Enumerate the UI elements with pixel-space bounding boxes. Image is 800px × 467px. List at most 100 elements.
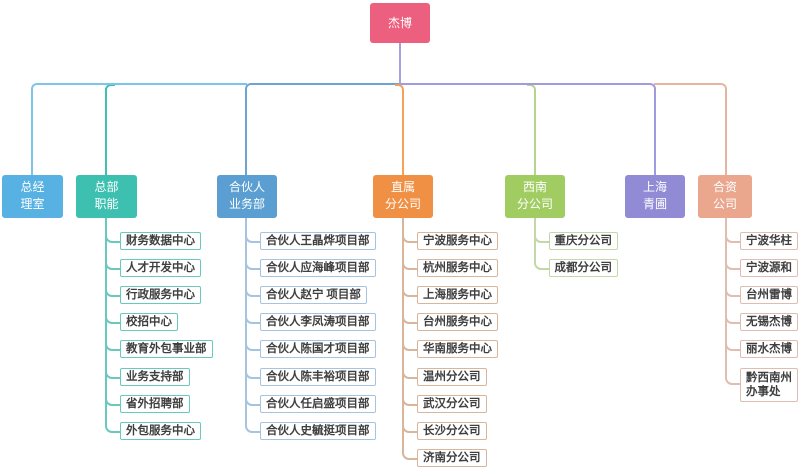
connector-elbow bbox=[105, 393, 120, 406]
child-node[interactable]: 上海服务中心 bbox=[417, 286, 498, 305]
child-node[interactable]: 武汉分公司 bbox=[417, 394, 487, 413]
connector-vertical-line bbox=[398, 43, 401, 85]
connector-elbow bbox=[402, 231, 417, 243]
connector-elbow bbox=[402, 447, 417, 460]
connector-elbow bbox=[245, 258, 260, 271]
connector-elbow bbox=[402, 393, 417, 406]
connector-elbow bbox=[533, 231, 549, 243]
child-node[interactable]: 台州服务中心 bbox=[417, 313, 498, 332]
connector-elbow bbox=[725, 231, 740, 243]
connector-elbow bbox=[402, 339, 417, 352]
branch-node[interactable]: 直属分公司 bbox=[373, 175, 433, 218]
child-node[interactable]: 合伙人李凤涛项目部 bbox=[260, 313, 376, 332]
connector-vertical-line bbox=[402, 89, 404, 175]
connector-elbow bbox=[402, 366, 417, 379]
child-node[interactable]: 重庆分公司 bbox=[548, 232, 618, 250]
connector-vertical-line bbox=[533, 89, 536, 175]
branch-node-label: 理室 bbox=[20, 197, 45, 211]
connector-elbow bbox=[725, 258, 740, 271]
child-node[interactable]: 黔西南州 办事处 bbox=[740, 367, 798, 402]
connector-elbow bbox=[725, 373, 740, 385]
child-node[interactable]: 合伙人任启盛项目部 bbox=[260, 394, 376, 413]
child-node[interactable]: 丽水杰博 bbox=[740, 340, 798, 359]
child-node[interactable]: 业务支持部 bbox=[120, 367, 190, 386]
branch-node-label: 西南 bbox=[522, 180, 547, 194]
connector-elbow bbox=[725, 312, 740, 325]
connector-trunk bbox=[245, 218, 247, 424]
child-node[interactable]: 宁波华柱 bbox=[740, 232, 798, 250]
connector-elbow bbox=[105, 366, 120, 379]
child-node[interactable]: 合伙人王晶烨项目部 bbox=[260, 232, 376, 250]
connector-bus-segment bbox=[654, 83, 727, 94]
connector-bus-segment bbox=[30, 83, 247, 94]
connector-elbow bbox=[105, 312, 120, 325]
child-node[interactable]: 教育外包事业部 bbox=[120, 340, 213, 359]
connector-elbow bbox=[402, 420, 417, 433]
branch-node[interactable]: 总部职能 bbox=[76, 175, 137, 218]
child-node[interactable]: 外包服务中心 bbox=[120, 421, 201, 440]
child-node[interactable]: 人才开发中心 bbox=[120, 259, 201, 278]
child-node[interactable]: 合伙人陈国才项目部 bbox=[260, 340, 376, 359]
branch-node-label: 分公司 bbox=[516, 197, 553, 211]
connector-elbow bbox=[725, 339, 740, 352]
branch-node-label: 公司 bbox=[712, 197, 737, 211]
connector-elbow bbox=[105, 258, 120, 271]
connector-trunk bbox=[402, 218, 404, 451]
child-node[interactable]: 合伙人应海峰项目部 bbox=[260, 259, 376, 278]
child-node[interactable]: 台州雷博 bbox=[740, 286, 798, 305]
branch-node-label: 直属 bbox=[390, 180, 415, 194]
branch-node[interactable]: 上海青圃 bbox=[625, 175, 685, 218]
connector-trunk bbox=[105, 218, 107, 424]
connector-elbow bbox=[245, 312, 260, 325]
connector-elbow bbox=[245, 339, 260, 352]
connector-vertical-line bbox=[245, 88, 247, 175]
connector-bus-segment bbox=[245, 83, 401, 94]
connector-elbow bbox=[105, 420, 120, 433]
branch-node[interactable]: 西南分公司 bbox=[505, 175, 565, 218]
connector-vertical-line bbox=[30, 88, 33, 175]
branch-node[interactable]: 合资公司 bbox=[698, 175, 752, 218]
branch-node-label: 上海 bbox=[642, 180, 667, 194]
connector-elbow bbox=[402, 258, 417, 271]
child-node[interactable]: 合伙人陈丰裕项目部 bbox=[260, 367, 376, 386]
connector-vertical-line bbox=[653, 88, 656, 175]
connector-elbow bbox=[245, 366, 260, 379]
connector-elbow bbox=[402, 285, 417, 298]
child-node[interactable]: 行政服务中心 bbox=[120, 286, 201, 305]
connector-bus-segment bbox=[398, 83, 656, 94]
child-node[interactable]: 杭州服务中心 bbox=[417, 259, 498, 278]
child-node[interactable]: 长沙分公司 bbox=[417, 421, 487, 440]
connector-elbow bbox=[245, 231, 260, 243]
branch-node-label: 青圃 bbox=[642, 197, 667, 211]
branch-node-label: 合资 bbox=[712, 180, 737, 194]
child-node[interactable]: 合伙人赵宁 项目部 bbox=[260, 286, 367, 305]
branch-node-label: 业务部 bbox=[228, 197, 265, 211]
child-node[interactable]: 济南分公司 bbox=[417, 448, 487, 467]
branch-node-label: 职能 bbox=[94, 197, 119, 211]
connector-vertical-line bbox=[725, 88, 727, 175]
child-node[interactable]: 宁波源和 bbox=[740, 259, 798, 278]
child-node[interactable]: 财务数据中心 bbox=[120, 232, 201, 250]
child-node[interactable]: 华南服务中心 bbox=[417, 340, 498, 359]
branch-node[interactable]: 合伙人业务部 bbox=[217, 175, 277, 218]
connector-trunk bbox=[725, 218, 727, 376]
branch-node-label: 合伙人 bbox=[228, 180, 265, 194]
branch-node-label: 分公司 bbox=[384, 197, 421, 211]
child-node[interactable]: 无锡杰博 bbox=[740, 313, 798, 332]
connector-elbow bbox=[402, 312, 417, 325]
connector-elbow bbox=[105, 231, 120, 243]
child-node[interactable]: 省外招聘部 bbox=[120, 394, 190, 413]
child-node[interactable]: 成都分公司 bbox=[548, 259, 618, 278]
branch-node[interactable]: 总经理室 bbox=[2, 175, 63, 218]
connector-elbow bbox=[533, 258, 549, 271]
root-node[interactable]: 杰博 bbox=[370, 3, 430, 43]
child-node[interactable]: 温州分公司 bbox=[417, 367, 487, 386]
connector-vertical-line bbox=[105, 88, 107, 175]
child-node[interactable]: 校招中心 bbox=[120, 313, 178, 332]
child-node[interactable]: 宁波服务中心 bbox=[417, 232, 498, 250]
connector-trunk bbox=[533, 218, 536, 262]
connector-elbow bbox=[245, 420, 260, 433]
connector-elbow bbox=[105, 339, 120, 352]
child-node[interactable]: 合伙人史毓挺项目部 bbox=[260, 421, 376, 440]
